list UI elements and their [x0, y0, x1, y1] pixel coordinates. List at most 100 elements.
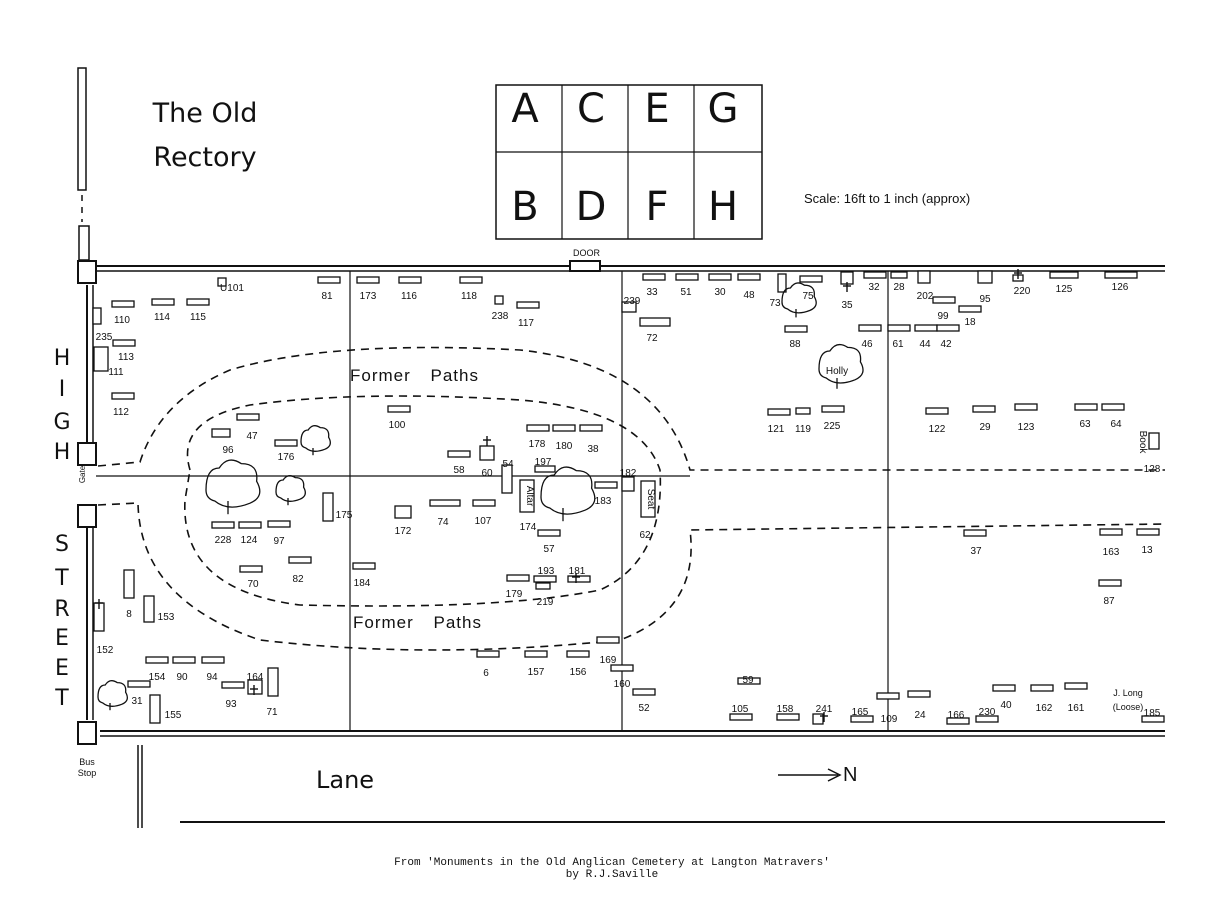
- plot-number: 219: [537, 597, 554, 608]
- door-label: DOOR: [573, 248, 600, 258]
- gate-label: Gate: [78, 465, 88, 484]
- north-label: N: [843, 764, 858, 786]
- monument-154: [145, 656, 169, 664]
- monument-175: [322, 492, 334, 522]
- monument-82: [288, 556, 312, 564]
- plot-number: 38: [587, 444, 599, 455]
- plot-number: 166: [948, 710, 965, 721]
- monument-241: [812, 713, 824, 725]
- source-caption: From 'Monuments in the Old Anglican Ceme…: [0, 857, 1224, 881]
- cross-icon: [250, 685, 258, 695]
- monument-239: [621, 301, 637, 313]
- plot-number: 24: [914, 710, 926, 721]
- monument-162: [1030, 684, 1054, 692]
- caption-line-2: by R.J.Saville: [565, 869, 659, 881]
- plot-number: 124: [241, 535, 258, 546]
- plot-number: 115: [190, 312, 206, 323]
- grid-key-a: A: [511, 86, 539, 132]
- plot-number: 105: [732, 704, 749, 715]
- monument-114: [151, 298, 175, 306]
- plot-number: 122: [929, 424, 946, 435]
- plot-number: 179: [506, 589, 523, 600]
- plot-number: 176: [278, 452, 295, 463]
- plot-number: 230: [979, 707, 996, 718]
- monument-28: [890, 271, 908, 279]
- monument-172: [394, 505, 412, 519]
- cross-icon: [95, 599, 103, 609]
- plot-number: 183: [595, 496, 612, 507]
- plot-number: 118: [461, 291, 477, 302]
- monument-184: [352, 562, 376, 570]
- plot-number: 90: [176, 672, 188, 683]
- old-rectory-title: The Old Rectory: [140, 92, 270, 180]
- monument-235: [92, 307, 102, 325]
- monument-181: [567, 575, 591, 583]
- monument-185: [1141, 715, 1165, 723]
- cross-icon: [572, 573, 580, 583]
- monument-163: [1099, 528, 1123, 536]
- plot-number: 47: [246, 431, 258, 442]
- monument-161: [1064, 682, 1088, 690]
- plot-number: 156: [570, 667, 587, 678]
- plot-number: 241: [816, 704, 833, 715]
- plot-number: 109: [881, 714, 898, 725]
- plot-number: 13: [1141, 545, 1153, 556]
- former-paths-label-north: Former Paths: [350, 366, 479, 385]
- monument-179: [506, 574, 530, 582]
- monument-71: [267, 667, 279, 697]
- j-long-label: J. Long (Loose): [1103, 686, 1153, 714]
- plot-number: 125: [1056, 284, 1073, 295]
- plot-number: 113: [118, 352, 134, 363]
- monument-219: [535, 582, 551, 590]
- street-letter: R: [54, 597, 69, 622]
- plot-number: 182: [620, 468, 637, 479]
- monument-124: [238, 521, 262, 529]
- monument-109: [876, 692, 900, 700]
- monument-70: [239, 565, 263, 573]
- former-paths-label-south: Former Paths: [353, 613, 482, 632]
- holly-label: Holly: [826, 366, 848, 377]
- monument-160: [610, 664, 634, 672]
- monument-183: [594, 481, 618, 489]
- cross-icon: [820, 712, 828, 722]
- tree-icon: [300, 425, 331, 456]
- plot-number: 97: [273, 536, 285, 547]
- monument-176: [274, 439, 298, 447]
- monument-202: [917, 270, 931, 284]
- bus-stop-line-1: Bus: [79, 757, 95, 767]
- plot-number: 157: [528, 667, 545, 678]
- monument-110: [111, 300, 135, 308]
- monument-62: [640, 480, 656, 518]
- monument-93: [221, 681, 245, 689]
- plot-number: 96: [222, 445, 234, 456]
- monument-44: [914, 324, 938, 332]
- street-letter: T: [54, 686, 69, 711]
- monument-157: [524, 650, 548, 658]
- monument-29: [972, 405, 996, 413]
- plot-number: 121: [768, 424, 785, 435]
- plot-number: 29: [979, 422, 991, 433]
- plot-number: 117: [518, 318, 534, 329]
- plot-number: 63: [1079, 419, 1091, 430]
- plot-number: 185: [1144, 708, 1161, 719]
- monument-18: [958, 305, 982, 313]
- monument-13: [1136, 528, 1160, 536]
- tree-icon: [781, 282, 817, 318]
- monument-75: [799, 275, 823, 283]
- plot-number: 44: [919, 339, 931, 350]
- plot-number: 155: [165, 710, 182, 721]
- grid-key-f: F: [645, 184, 668, 230]
- monument-87: [1098, 579, 1122, 587]
- plot-number: 54: [502, 459, 514, 470]
- monument-95: [977, 270, 993, 284]
- plot-number: 72: [646, 333, 658, 344]
- plot-number: 35: [841, 300, 853, 311]
- monument-90: [172, 656, 196, 664]
- plot-number: 161: [1068, 703, 1085, 714]
- plot-number: 153: [158, 612, 175, 623]
- plot-number: 60: [481, 468, 493, 479]
- plot-number: 107: [475, 516, 492, 527]
- monument-74: [429, 499, 461, 507]
- plot-number: 87: [1103, 596, 1115, 607]
- plot-number: 99: [937, 311, 949, 322]
